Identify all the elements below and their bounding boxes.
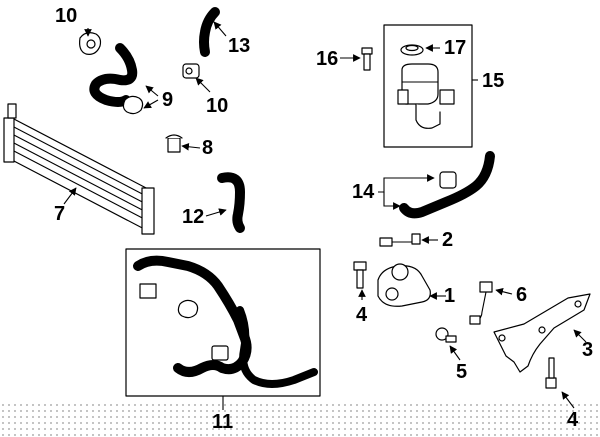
callout-15: 15	[482, 70, 505, 92]
part-4-bolt-middle	[353, 261, 367, 289]
part-6-harness	[469, 281, 493, 325]
part-9-hose	[89, 43, 144, 115]
part-12-hose	[217, 172, 245, 233]
dotted-background-band	[0, 400, 600, 437]
part-8-fitting	[165, 134, 183, 153]
part-16-bolt	[361, 47, 373, 71]
callout-5: 5	[456, 361, 468, 383]
callout-13: 13	[228, 35, 251, 57]
callout-12: 12	[182, 206, 205, 228]
callout-1: 1	[444, 285, 456, 307]
part-11-hose-kit-box	[125, 248, 321, 397]
part-3-bracket	[493, 293, 591, 373]
callout-16: 16	[316, 48, 339, 70]
callout-4-middle: 4	[356, 304, 368, 326]
callout-7: 7	[54, 203, 66, 225]
callout-3: 3	[582, 339, 594, 361]
part-4-bolt-lower	[545, 357, 557, 389]
part-2-sensor	[379, 233, 421, 247]
callout-9: 9	[162, 89, 174, 111]
callout-6: 6	[516, 284, 528, 306]
callout-14: 14	[352, 181, 375, 203]
leader-lines	[63, 21, 587, 410]
callout-10-lower: 10	[206, 95, 229, 117]
part-13-hose	[199, 7, 220, 57]
callout-2: 2	[442, 229, 454, 251]
callout-8: 8	[202, 137, 214, 159]
callout-17: 17	[444, 37, 467, 59]
part-14-hose	[399, 151, 495, 219]
callout-11: 11	[212, 411, 234, 433]
part-10-clamp-upper	[79, 32, 102, 55]
part-1-water-pump	[377, 263, 431, 307]
callout-4-lower: 4	[567, 409, 579, 431]
part-5-bolt	[435, 327, 457, 343]
callout-10-upper: 10	[55, 5, 78, 27]
part-7-radiator	[3, 103, 155, 235]
part-10-fitting	[182, 63, 200, 79]
